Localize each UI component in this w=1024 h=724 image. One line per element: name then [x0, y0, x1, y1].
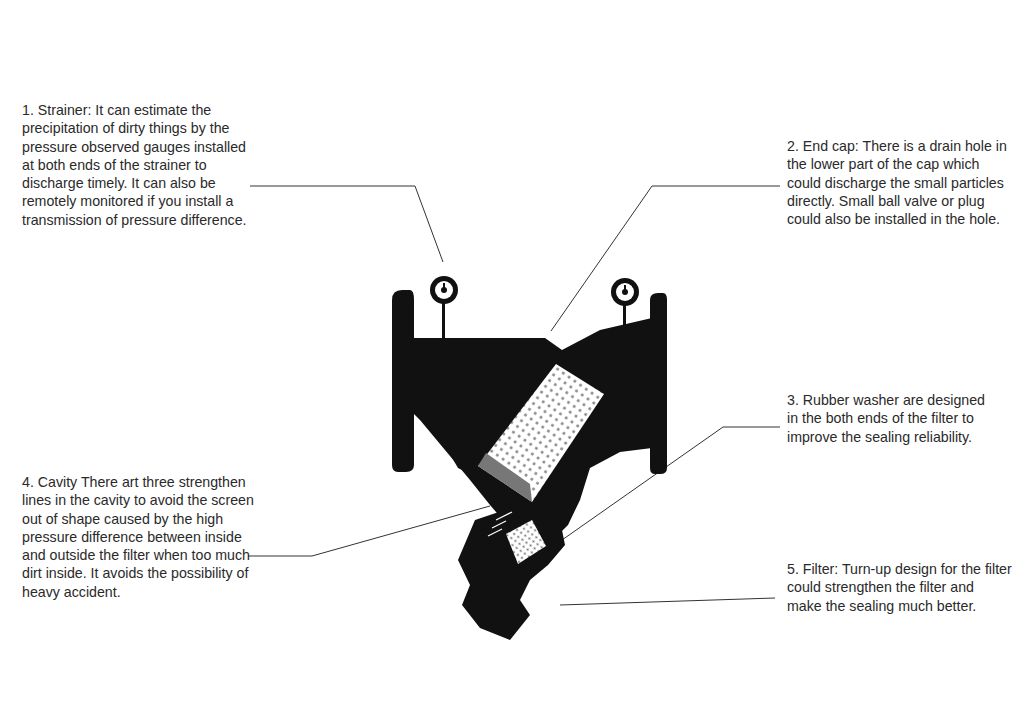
callout-text: 4. Cavity There art three strengthen lin… [22, 473, 254, 601]
callout-text: 2. End cap: There is a drain hole in the… [787, 137, 1012, 228]
leader-lines [248, 186, 780, 605]
callout-text: 1. Strainer: It can estimate the precipi… [22, 101, 254, 229]
cavity-lines [488, 512, 512, 536]
strainer-body [392, 276, 667, 640]
callout-text: 5. Filter: Turn-up design for the filter… [787, 560, 1012, 615]
cap-screen [506, 520, 546, 564]
screen-ring [478, 453, 532, 502]
pressure-gauges [435, 281, 634, 301]
callout-text: 3. Rubber washer are designed in the bot… [787, 391, 992, 446]
filter-screen [478, 364, 604, 502]
